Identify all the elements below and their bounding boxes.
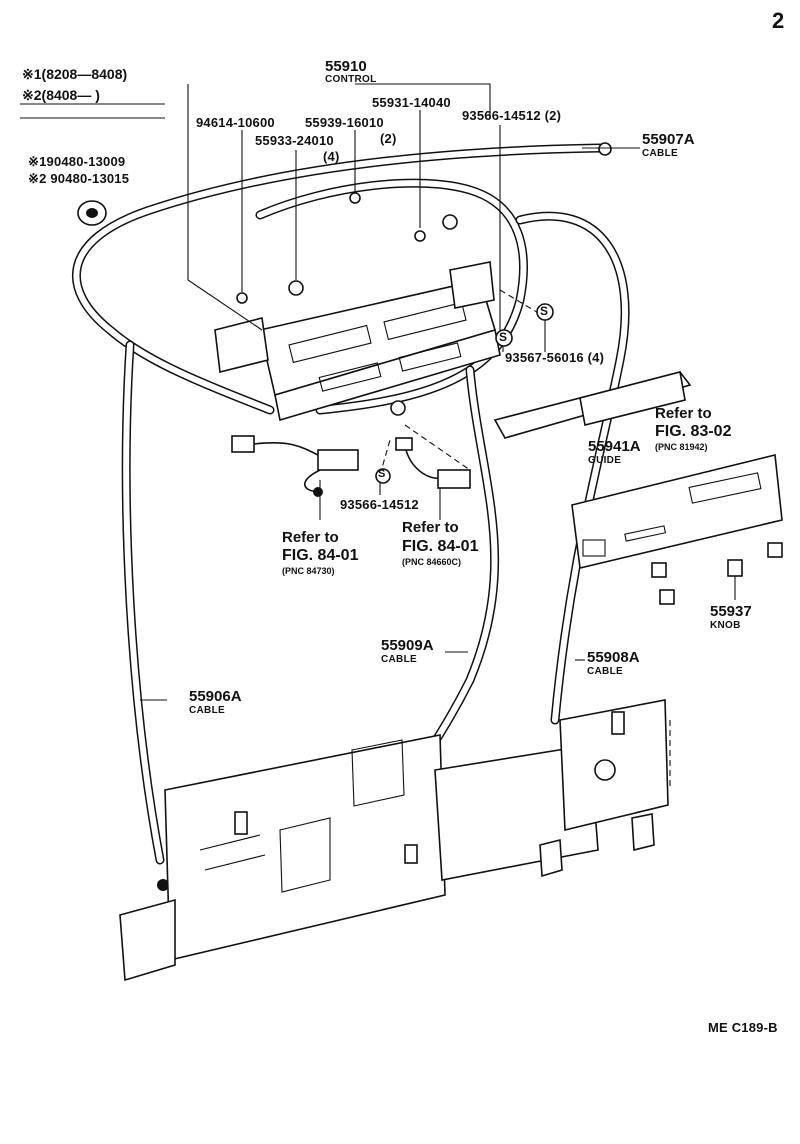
cable-55908a-name: CABLE [587, 666, 623, 677]
cable-55907a-name: CABLE [642, 148, 678, 159]
part-90480-13009: ※190480-13009 [28, 154, 126, 169]
part-55933-qty: (4) [323, 149, 340, 164]
page-number: 2 [772, 8, 785, 33]
legend-note-1-mark: ※1 [22, 66, 42, 82]
part-94614-10600: 94614-10600 [196, 115, 275, 130]
s-marks [375, 303, 554, 484]
refer-2-text: Refer to [402, 519, 459, 536]
cable-55908a [515, 211, 630, 769]
part-93567-56016: 93567-56016 (4) [505, 350, 605, 365]
guide-part-number: 55941A [588, 438, 641, 455]
cable-55907a-loop [72, 142, 612, 415]
cable-55906a [121, 340, 169, 891]
part-93566-14512-top: 93566-14512 (2) [462, 108, 562, 123]
legend-note-2-range: (8408— ) [41, 87, 100, 103]
front-panel [571, 454, 783, 569]
part-55933-24010: 55933-24010 [255, 133, 334, 148]
legend-note-2-mark: ※2 [22, 87, 42, 103]
cable-55909a-part-number: 55909A [381, 637, 434, 654]
refer-3-pnc: (PNC 81942) [655, 442, 708, 452]
knob-part-name: KNOB [710, 620, 741, 631]
diagram-code: ME C189-B [708, 1020, 778, 1035]
leader-lines [140, 83, 736, 701]
cable-55906a-part-number: 55906A [189, 688, 242, 705]
control-part-name: CONTROL [325, 74, 377, 85]
part-55931-14040: 55931-14040 [372, 95, 451, 110]
control-part-number: 55910 [325, 58, 367, 75]
part-55939-16010: 55939-16010 [305, 115, 384, 130]
legend-note-2: ※2(8408— ) [22, 87, 100, 104]
knob-part-number: 55937 [710, 603, 752, 620]
guide-part-name: GUIDE [588, 455, 622, 466]
wire-harness [231, 435, 471, 497]
control-assembly [214, 192, 501, 422]
refer-3-text: Refer to [655, 405, 712, 422]
s-mark-3-label: S [378, 468, 386, 480]
refer-2-pnc: (PNC 84660C) [402, 557, 462, 567]
legend-note-1: ※1(8208—8408) [22, 66, 127, 83]
part-93566-14512-lower: 93566-14512 [340, 497, 419, 512]
refer-1-fig: FIG. 84-01 [282, 547, 359, 564]
part-90480-13015: ※2 90480-13015 [28, 171, 130, 186]
refer-2-fig: FIG. 84-01 [402, 538, 479, 555]
s-mark-1-label: S [540, 304, 549, 318]
refer-3-fig: FIG. 83-02 [655, 423, 732, 440]
refer-1-pnc: (PNC 84730) [282, 566, 335, 576]
cable-55909a-name: CABLE [381, 654, 417, 665]
legend-note-1-range: (8208—8408) [41, 66, 128, 82]
bulb-90480 [77, 200, 107, 226]
cable-55908a-part-number: 55908A [587, 649, 640, 666]
refer-1-text: Refer to [282, 529, 339, 546]
part-55939-qty: (2) [380, 131, 397, 146]
cable-55906a-name: CABLE [189, 705, 225, 716]
cable-55907a-part-number: 55907A [642, 131, 695, 148]
guide-55941a [493, 371, 692, 439]
s-mark-2-label: S [499, 330, 508, 344]
knobs-55937 [651, 542, 783, 605]
heater-unit [119, 699, 669, 982]
